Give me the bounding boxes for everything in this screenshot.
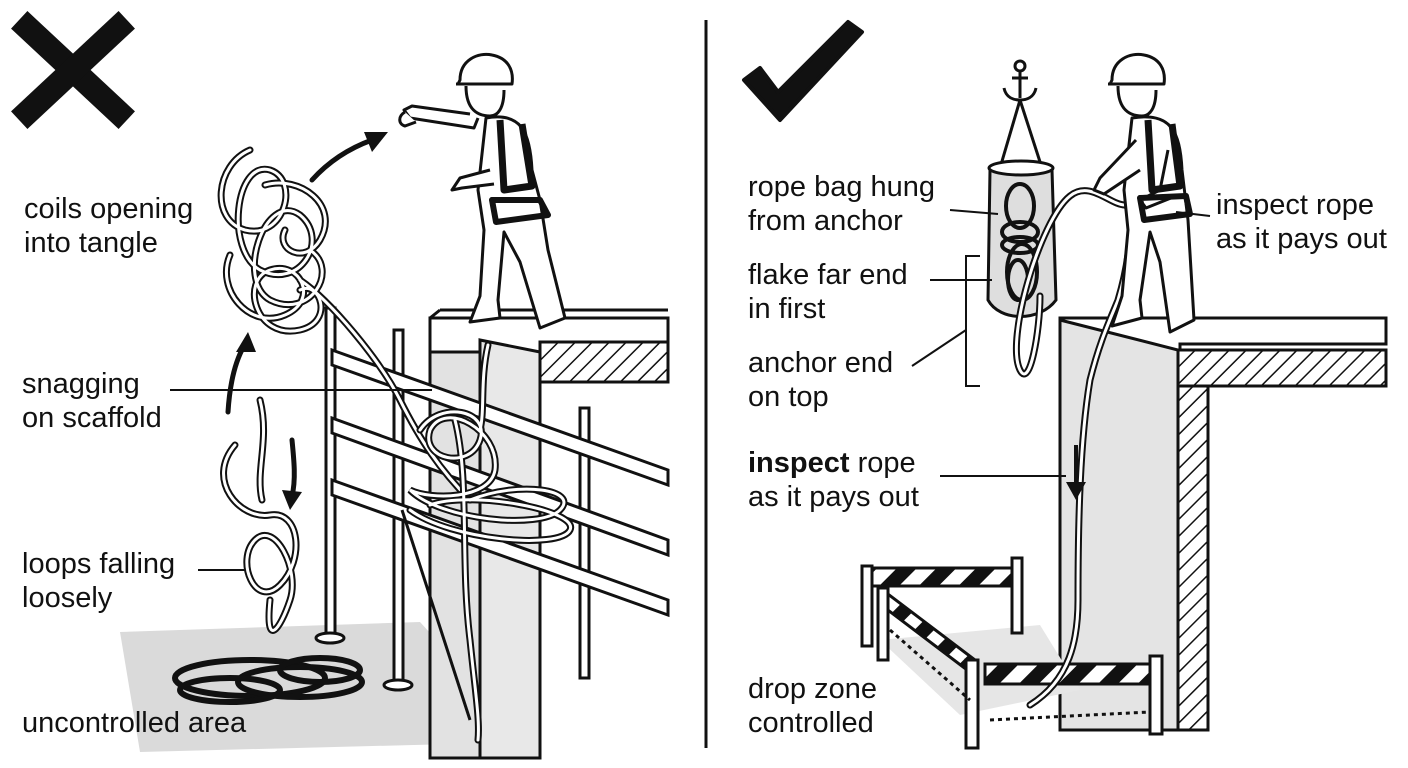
label-line: on scaffold [22,402,162,434]
check-mark-icon [742,20,864,122]
scaffold [314,306,670,721]
leader-lines-left [170,389,432,571]
label-uncontrolled-area: uncontrolled area [22,707,247,739]
leader-lines-right [911,209,1211,477]
drop-zone-ground [880,625,1080,715]
label-line: loops falling [22,548,176,580]
label-line: anchor end [748,347,894,379]
snagged-rope-inner [408,343,572,742]
label-inspect-rope: inspect rope as it pays out [748,446,919,514]
label-rope-bag: rope bag hung from anchor [748,170,935,238]
label-line: from anchor [748,205,903,237]
label-line: rope bag hung [748,171,936,203]
arrowheads [236,132,388,510]
tangled-rope-coils-inner [219,148,472,502]
rope-bag [986,99,1058,318]
label-line: inspect rope [748,446,919,480]
worker-left [398,52,567,330]
label-line: as it pays out [748,481,919,513]
label-inspect-rope-top: inspect rope as it pays out [1216,188,1387,256]
label-line: controlled [748,707,874,739]
uncontrolled-ground-area [120,622,530,752]
ground-rope-pile [172,655,365,705]
label-loops-falling: loops falling loosely [22,547,175,615]
right-building [1058,316,1388,732]
label-coils-opening: coils opening into tangle [24,192,193,260]
label-line: as it pays out [1216,223,1387,255]
label-line: flake far end [748,259,908,291]
label-inspect-rest: rope [849,447,916,479]
label-anchor-end: anchor end on top [748,346,893,414]
label-line: on top [748,381,829,413]
anchor-icon [1002,59,1038,102]
falling-rope-loops-inner [222,398,298,632]
label-drop-zone: drop zone controlled [748,672,877,740]
label-line: into tangle [24,227,158,259]
down-arrow-icon [1066,445,1086,500]
motion-arrows [225,137,375,499]
label-flake-far-end: flake far end in first [748,258,908,326]
label-inspect-bold: inspect [748,447,850,479]
label-line: in first [748,293,826,325]
label-line: snagging [22,368,140,400]
label-line: coils opening [24,193,194,225]
label-snagging: snagging on scaffold [22,367,162,435]
cross-mark-icon [11,11,135,129]
drop-zone-barriers [860,556,1164,750]
label-line: drop zone [748,673,877,705]
label-line: inspect rope [1216,189,1374,221]
worker-right [1092,52,1196,334]
label-line: loosely [22,582,113,614]
